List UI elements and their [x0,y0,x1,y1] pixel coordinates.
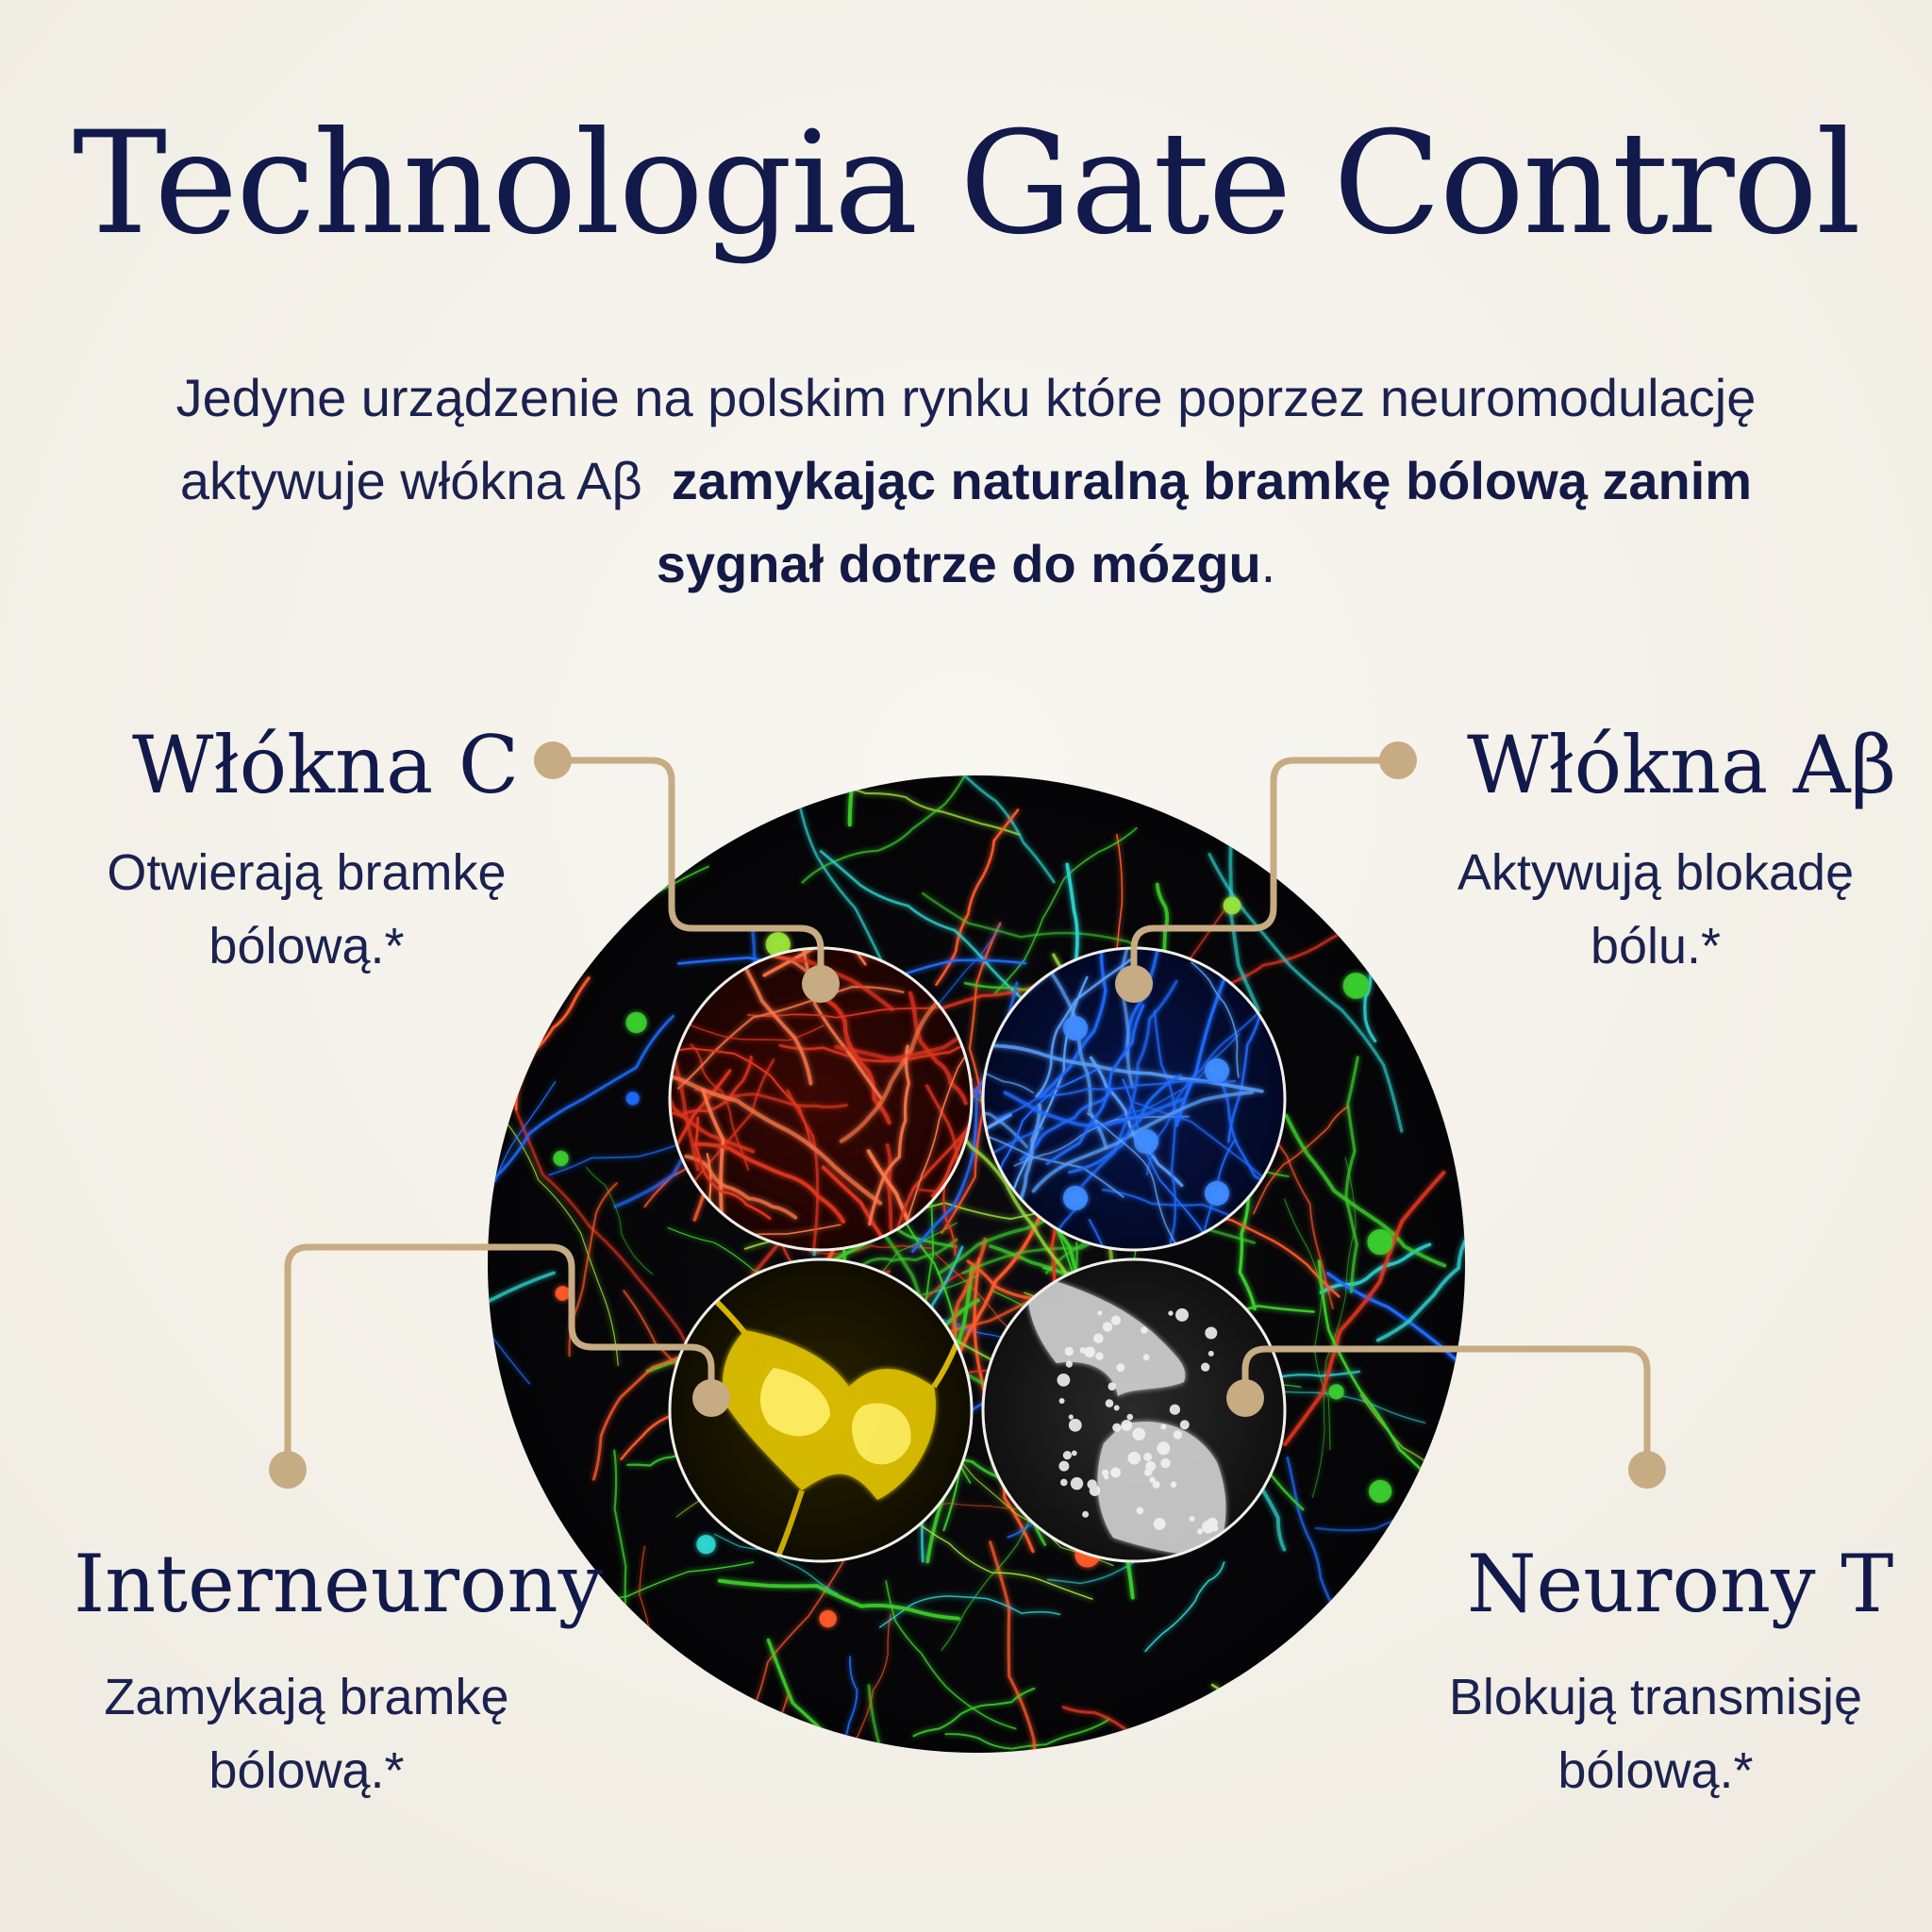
subtitle-line-3-end: . [1260,534,1276,593]
page-title: Technologia Gate Control [72,102,1861,266]
subtitle: Jedyne urządzenie na polskim rynku które… [57,357,1875,606]
label-interneurons-desc-line-2: bólową.* [208,1742,405,1799]
label-c-fibers-desc-line-2: bólową.* [208,918,405,974]
subtitle-line-3: sygnał dotrze do mózgu. [57,523,1875,606]
gray-cells-circle [981,1257,1287,1563]
dot-interneurons-start [269,1451,307,1489]
dot-c-fibers-end [802,965,840,1003]
connector-interneurons [284,1243,715,1474]
yellow-cells-circle [668,1257,974,1563]
dot-interneurons-end [692,1379,730,1417]
label-interneurons-desc-line-1: Zamykają bramkę [104,1669,509,1725]
label-c-fibers-desc: Otwierają bramkę bólową.* [57,836,557,983]
dot-t-neurons-start [1628,1451,1666,1489]
connector-t-neurons [1241,1345,1651,1474]
label-t-neurons-desc-line-1: Blokują transmisję [1448,1669,1863,1725]
label-t-neurons-desc-line-2: bólową.* [1557,1742,1754,1799]
dot-ab-fibers-end [1115,965,1153,1003]
connectors [284,757,1651,1474]
subtitle-line-2-bold: zamykając naturalną bramkę bólową zanim [671,451,1753,510]
label-ab-fibers-title: Włókna Aβ [1467,719,1897,811]
label-ab-fibers-desc: Aktywują blokadę bólu.* [1401,836,1910,983]
label-interneurons-desc: Zamykają bramkę bólową.* [57,1660,557,1807]
blue-cells-circle [981,946,1287,1252]
label-c-fibers-desc-line-1: Otwierają bramkę [107,844,507,901]
subtitle-line-3-bold: sygnał dotrze do mózgu [656,534,1261,593]
label-t-neurons-title: Neurony T [1467,1538,1894,1630]
subtitle-line-2: aktywuje włókna Aβ zamykając naturalną b… [57,440,1875,523]
subtitle-line-1: Jedyne urządzenie na polskim rynku które… [175,368,1757,427]
subtitle-line-2-normal: aktywuje włókna Aβ [179,451,642,510]
label-interneurons-title: Interneurony [74,1538,604,1630]
label-ab-fibers-desc-line-2: bólu.* [1590,918,1722,974]
connector-ab-fibers [1130,757,1402,985]
dot-c-fibers-start [534,741,572,779]
label-c-fibers-title: Włókna C [132,719,520,811]
connector-c-fibers [549,757,824,985]
label-ab-fibers-desc-line-1: Aktywują blokadę [1457,844,1855,901]
label-t-neurons-desc: Blokują transmisję bólową.* [1401,1660,1910,1807]
dot-ab-fibers-start [1379,741,1417,779]
connector-dots [269,741,1666,1489]
dot-t-neurons-end [1226,1379,1264,1417]
